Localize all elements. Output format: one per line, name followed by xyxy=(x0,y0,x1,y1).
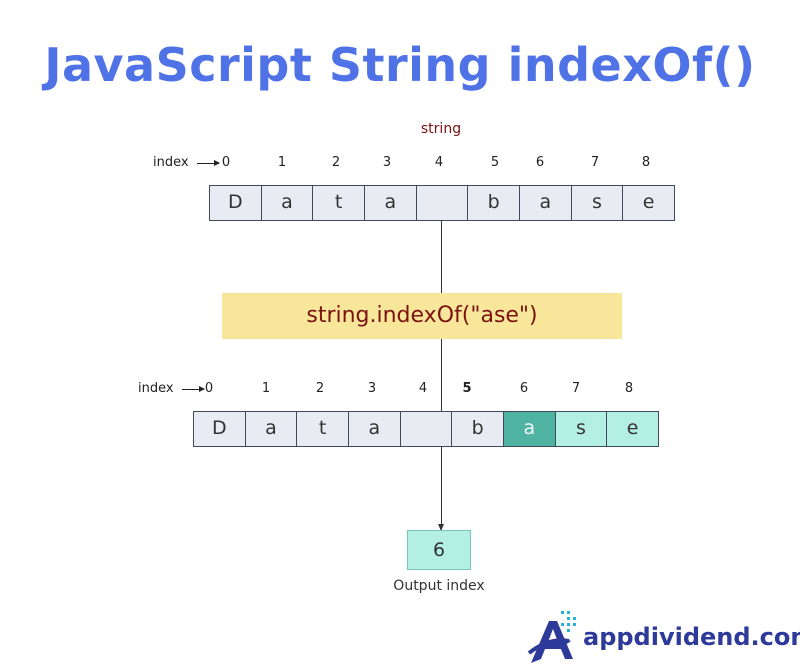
method-call-box: string.indexOf("ase") xyxy=(222,293,622,339)
top-index-number: 5 xyxy=(490,155,500,170)
bottom-char-cell: e xyxy=(606,411,659,447)
bottom-char-cell: a xyxy=(244,411,298,447)
bottom-index-number: 4 xyxy=(418,381,428,396)
brand-name: appdividend.com xyxy=(583,623,800,651)
index-label-bottom: index xyxy=(138,381,174,396)
bottom-index-number: 2 xyxy=(315,381,325,396)
top-char-cell: e xyxy=(622,185,675,221)
top-char-cell: a xyxy=(364,185,417,221)
output-label: Output index xyxy=(393,578,485,594)
bottom-index-number: 0 xyxy=(204,381,214,396)
top-char-cell: t xyxy=(312,185,365,221)
bottom-index-number: 6 xyxy=(519,381,529,396)
output-arrow xyxy=(438,446,444,531)
top-index-number: 3 xyxy=(382,155,392,170)
index-label-top: index xyxy=(153,155,189,170)
top-char-cell: b xyxy=(467,185,520,221)
top-index-number: 7 xyxy=(590,155,600,170)
top-index-number: 6 xyxy=(535,155,545,170)
connector-line-middle xyxy=(441,339,442,411)
bottom-index-number: 8 xyxy=(624,381,634,396)
bottom-char-cell: t xyxy=(296,411,349,447)
appdividend-logo-icon xyxy=(527,611,576,663)
index-arrow-top xyxy=(197,160,220,166)
bottom-char-cell: a xyxy=(503,411,556,447)
top-char-cell: s xyxy=(570,185,624,221)
bottom-index-number: 3 xyxy=(367,381,377,396)
bottom-index-number: 1 xyxy=(261,381,271,396)
top-char-cell: D xyxy=(209,185,262,221)
bottom-char-cell: s xyxy=(554,411,608,447)
top-index-number: 1 xyxy=(277,155,287,170)
top-char-cell xyxy=(415,185,469,221)
bottom-index-number: 5 xyxy=(462,381,472,396)
page-title: JavaScript String indexOf() xyxy=(44,38,756,92)
bottom-char-cell xyxy=(399,411,453,447)
top-index-number: 8 xyxy=(641,155,651,170)
top-char-cell: a xyxy=(519,185,572,221)
output-value-box: 6 xyxy=(407,530,471,570)
bottom-char-cell: D xyxy=(193,411,246,447)
top-char-cell: a xyxy=(260,185,314,221)
connector-line-top xyxy=(441,220,442,293)
bottom-index-number: 7 xyxy=(571,381,581,396)
bottom-char-cell: b xyxy=(451,411,504,447)
top-index-number: 4 xyxy=(434,155,444,170)
variable-label: string xyxy=(420,121,462,137)
bottom-char-cell: a xyxy=(348,411,401,447)
top-index-number: 2 xyxy=(331,155,341,170)
index-arrow-bottom xyxy=(182,386,205,392)
top-index-number: 0 xyxy=(221,155,231,170)
